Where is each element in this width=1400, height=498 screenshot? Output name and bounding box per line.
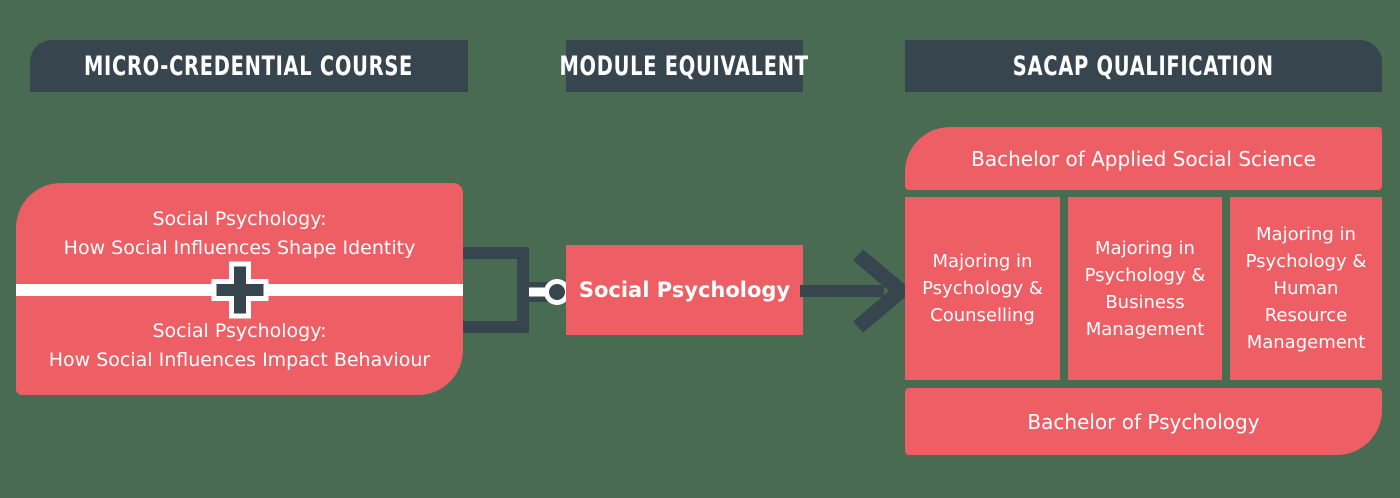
arrow-right-icon — [800, 249, 910, 333]
bachelor-applied-social-science-label: Bachelor of Applied Social Science — [971, 146, 1316, 171]
header-module-equivalent: MODULE EQUIVALENT — [560, 40, 808, 92]
header-module-equivalent-label: MODULE EQUIVALENT — [559, 50, 810, 82]
major-psychology-business-management: Majoring in Psychology & Business Manage… — [1068, 197, 1222, 380]
module-social-psychology-box: Social Psychology — [566, 245, 803, 335]
micro-credential-course-card: Social Psychology: How Social Influences… — [16, 183, 463, 395]
key-link-icon — [463, 247, 570, 333]
plus-icon — [210, 260, 270, 320]
major-psychology-counselling-label: Majoring in Psychology & Counselling — [922, 251, 1043, 326]
major-psychology-business-management-label: Majoring in Psychology & Business Manage… — [1084, 237, 1206, 340]
major-psychology-human-resource-management-label: Majoring in Psychology & Human Resource … — [1245, 224, 1367, 353]
course-2-label: Social Psychology: How Social Influences… — [48, 319, 431, 371]
header-micro-credential-course: MICRO-CREDENTIAL COURSE — [30, 40, 468, 92]
course-1-label: Social Psychology: How Social Influences… — [63, 207, 416, 259]
header-sacap-qualification: SACAP QUALIFICATION — [905, 40, 1382, 92]
bachelor-of-psychology-label: Bachelor of Psychology — [1027, 409, 1260, 434]
major-psychology-human-resource-management: Majoring in Psychology & Human Resource … — [1230, 197, 1382, 380]
qualification-bachelor-applied-social-science: Bachelor of Applied Social Science — [905, 127, 1382, 190]
header-micro-credential-label: MICRO-CREDENTIAL COURSE — [84, 50, 414, 82]
major-psychology-counselling: Majoring in Psychology & Counselling — [905, 197, 1060, 380]
module-social-psychology-label: Social Psychology — [578, 278, 791, 302]
header-sacap-qualification-label: SACAP QUALIFICATION — [1012, 50, 1275, 82]
qualification-bachelor-of-psychology: Bachelor of Psychology — [905, 388, 1382, 455]
